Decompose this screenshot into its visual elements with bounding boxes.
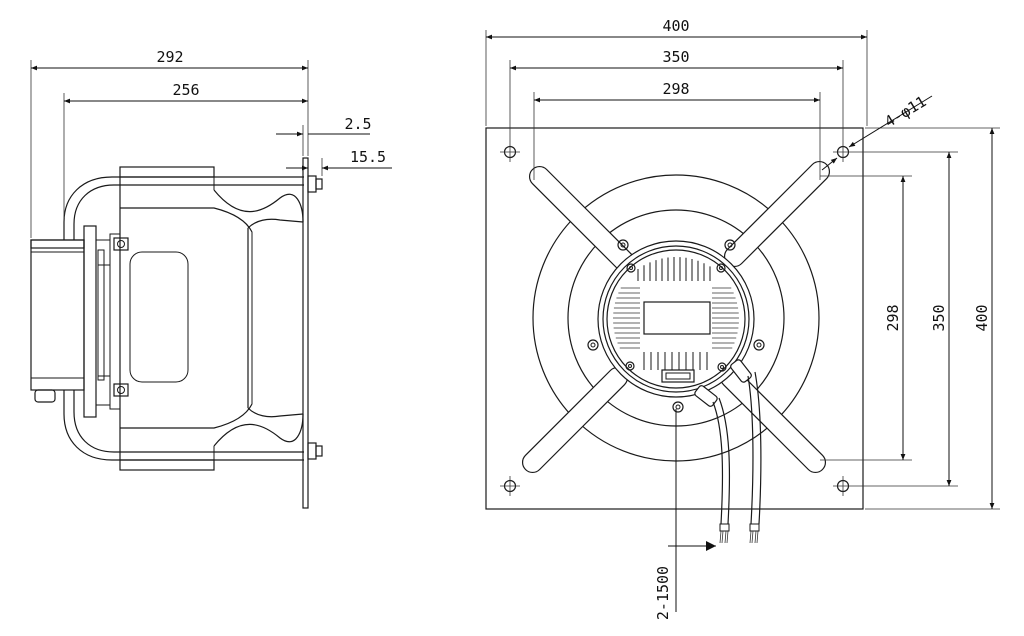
dim-label-2-5: 2.5	[344, 115, 371, 133]
dim-label-350-h: 350	[662, 48, 689, 66]
cables	[712, 371, 762, 544]
support-arms	[521, 160, 831, 474]
screws	[587, 239, 765, 413]
motor-body	[30, 239, 85, 403]
handle-top	[63, 176, 304, 240]
dim-label-15-5: 15.5	[350, 148, 386, 166]
handle-top-inner	[73, 184, 304, 240]
plate-bolt-bottom	[307, 442, 323, 460]
screw-motor-4	[717, 362, 727, 372]
screw-ring-b	[672, 401, 684, 413]
dim-label-292: 292	[156, 48, 183, 66]
screw-motor-1	[626, 263, 636, 273]
screw-ring-r	[753, 339, 765, 351]
hole-top-right	[833, 142, 853, 162]
motor-frame	[83, 225, 129, 418]
cooling-fins	[613, 257, 739, 370]
cable-glands	[694, 359, 752, 407]
screw-motor-2	[716, 263, 726, 273]
dim-label-350-v: 350	[930, 304, 948, 331]
motor-window	[129, 251, 189, 383]
screw-ring-tr	[724, 239, 736, 251]
dim-label-holes: 4-φ11	[881, 92, 929, 131]
side-view: 292 256 2.5 15.5	[30, 48, 392, 509]
dim-label-cables: 2-1500	[654, 566, 672, 620]
mounting-plate	[302, 157, 309, 509]
front-plate	[485, 127, 864, 510]
handle-bottom	[63, 390, 304, 461]
screw-ring-l	[587, 339, 599, 351]
hole-bottom-right	[833, 476, 853, 496]
terminal-box	[661, 369, 695, 383]
screw-motor-3	[625, 361, 635, 371]
handle-bottom-inner	[73, 390, 304, 453]
front-view: 400 350 298 298 350 400 4-φ11 2-1500	[485, 17, 1000, 620]
dim-label-298-h: 298	[662, 80, 689, 98]
screw-ring-tl	[617, 239, 629, 251]
motor-back	[597, 240, 755, 398]
nameplate	[643, 301, 711, 335]
dim-label-400-h: 400	[662, 17, 689, 35]
impeller-housing	[119, 166, 304, 471]
plate-bolt-top	[307, 175, 323, 193]
wire-ends	[719, 530, 759, 544]
hole-bottom-left	[500, 476, 520, 496]
hole-top-left	[500, 142, 520, 162]
dim-label-298-v: 298	[884, 304, 902, 331]
dim-label-256: 256	[172, 81, 199, 99]
dim-label-400-v: 400	[973, 304, 991, 331]
hole-leader	[848, 95, 933, 148]
mounting-holes	[500, 142, 853, 496]
